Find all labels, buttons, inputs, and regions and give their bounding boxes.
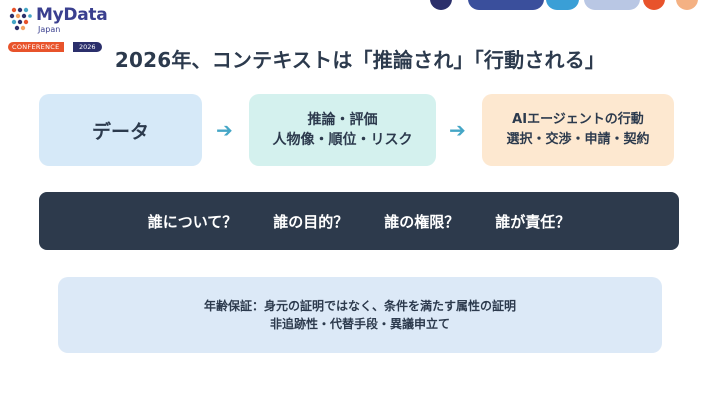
logo-dots-icon: [9, 7, 32, 31]
flow-box-data-line: データ: [91, 120, 149, 143]
logo-brand: MyData: [36, 5, 108, 25]
flow-box-inference: 推論・評価 人物像・順位・リスク: [249, 94, 436, 166]
flow-box-agent-action: AIエージェントの行動 選択・交渉・申請・契約: [482, 94, 674, 166]
decor-pill-lavender: [584, 0, 640, 10]
slide-title: 2026年、コンテキストは「推論され」「行動される」: [114, 48, 606, 72]
decor-circle-orange: [643, 0, 665, 10]
question-whose-authority: 誰の権限？: [384, 212, 460, 231]
questions-bar: 誰について？ 誰の目的？ 誰の権限？ 誰が責任？: [39, 192, 679, 250]
logo-conference-badge: CONFERENCE: [8, 42, 64, 52]
flow-box-agent-line1: AIエージェントの行動: [512, 112, 644, 127]
arrow-right-icon: ➔: [216, 118, 233, 142]
question-whose-purpose: 誰の目的？: [273, 212, 349, 231]
age-assurance-line2: 非追跡性・代替手段・異議申立て: [269, 317, 450, 331]
decor-circle-navy: [430, 0, 452, 10]
decor-pill-indigo: [468, 0, 544, 10]
logo-year-badge: 2026: [73, 42, 102, 52]
flow-box-data: データ: [39, 94, 202, 166]
decor-pill-blue: [546, 0, 579, 10]
flow-box-agent-line2: 選択・交渉・申請・契約: [506, 132, 650, 147]
question-who-about: 誰について？: [147, 212, 238, 231]
flow-box-inference-line2: 人物像・順位・リスク: [272, 132, 413, 148]
decor-circle-peach: [676, 0, 698, 10]
question-who-responsible: 誰が責任？: [495, 212, 571, 231]
age-assurance-line1: 年齢保証：身元の証明ではなく、条件を満たす属性の証明: [203, 299, 516, 313]
flow-box-inference-line1: 推論・評価: [307, 112, 378, 128]
logo-sub: Japan: [38, 25, 61, 34]
mydata-japan-logo: MyData Japan CONFERENCE 2026: [6, 4, 116, 52]
arrow-right-icon: ➔: [449, 118, 466, 142]
age-assurance-panel: 年齢保証：身元の証明ではなく、条件を満たす属性の証明 非追跡性・代替手段・異議申…: [58, 277, 662, 353]
